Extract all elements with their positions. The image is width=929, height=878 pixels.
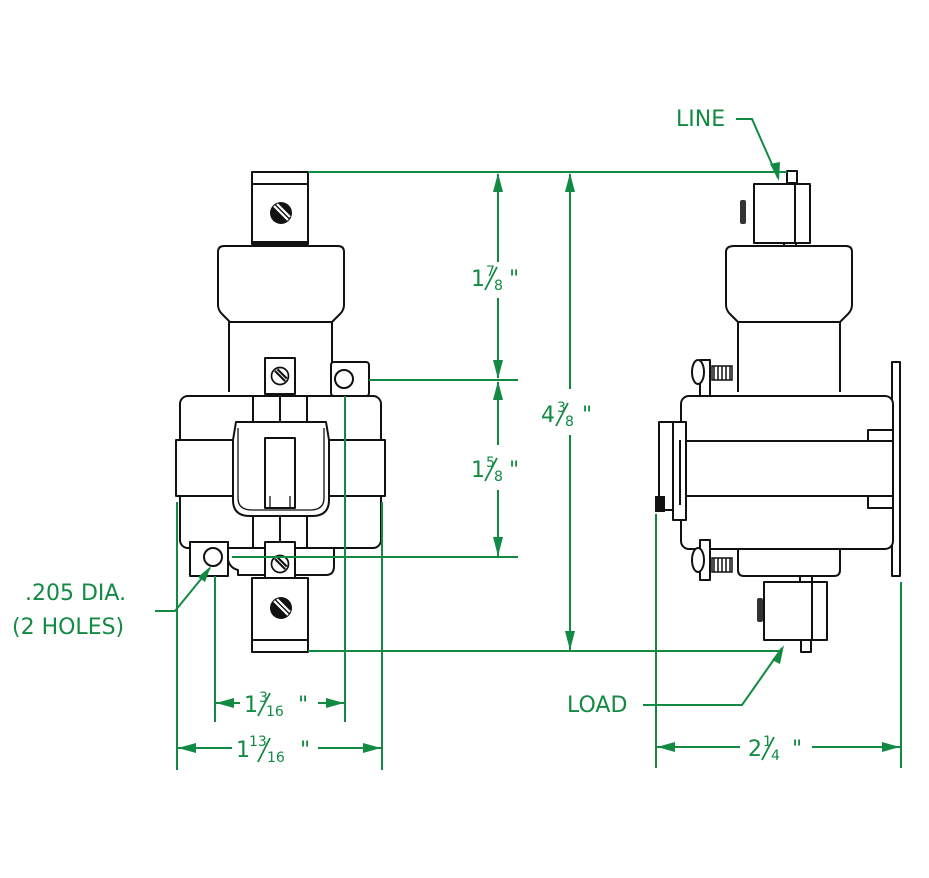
line-label: LINE [676, 107, 725, 132]
svg-text:": " [509, 267, 519, 292]
svg-text:8: 8 [494, 469, 503, 485]
svg-text:16: 16 [266, 704, 284, 720]
side-top-terminal [753, 183, 801, 244]
side-lower-screw-icon [691, 539, 733, 581]
terminal-screw-icon [268, 595, 294, 621]
svg-text:1: 1 [471, 267, 485, 292]
svg-text:8: 8 [565, 414, 574, 430]
svg-text:4: 4 [771, 748, 780, 764]
svg-text:7: 7 [486, 264, 495, 280]
svg-text:4: 4 [541, 403, 555, 428]
front-view [175, 171, 386, 653]
svg-text:1: 1 [244, 693, 258, 718]
svg-text:": " [792, 737, 802, 762]
side-main-body [680, 395, 894, 550]
toggle-handle[interactable] [232, 421, 330, 517]
svg-text:1: 1 [471, 458, 485, 483]
svg-text:1: 1 [236, 738, 250, 763]
svg-text:5: 5 [486, 455, 495, 471]
svg-text:8: 8 [494, 278, 503, 294]
side-upper-screw-icon [691, 359, 733, 401]
dim-hole-spacing: 1 3 16 " [244, 690, 308, 720]
lower-mount-screw-icon [270, 554, 290, 574]
side-upper-cap [725, 245, 853, 323]
hole-count-label: (2 HOLES) [12, 615, 124, 640]
side-view [655, 170, 901, 653]
svg-text:3: 3 [557, 400, 566, 416]
front-bottom-terminal [251, 577, 309, 653]
dim-lower-height: 1 5 8 " [471, 455, 519, 485]
svg-text:1: 1 [763, 734, 772, 750]
hole-diameter-label: .205 DIA. [25, 581, 126, 606]
front-upper-cap [217, 245, 345, 323]
svg-text:16: 16 [267, 750, 285, 766]
front-upper-mount-ear [330, 361, 370, 397]
svg-text:": " [298, 693, 308, 718]
dim-body-width: 1 13 16 " [236, 734, 310, 766]
dim-total-height: 4 3 8 " [541, 400, 592, 430]
svg-text:3: 3 [259, 690, 268, 706]
dimension-lines [155, 118, 902, 770]
side-toggle-handle[interactable] [655, 421, 687, 521]
svg-text:": " [509, 458, 519, 483]
svg-text:": " [300, 738, 310, 763]
dim-depth: 2 1 4 " [748, 734, 802, 764]
lower-mount-hole [203, 547, 223, 567]
svg-text:": " [582, 403, 592, 428]
svg-text:2: 2 [748, 737, 762, 762]
svg-text:13: 13 [249, 734, 267, 750]
terminal-screw-icon [268, 200, 294, 226]
upper-mount-screw-icon [270, 366, 290, 386]
front-top-terminal [251, 171, 309, 245]
side-bottom-terminal [763, 581, 813, 641]
upper-mount-hole [334, 369, 354, 389]
load-label: LOAD [567, 693, 627, 718]
dim-upper-height: 1 7 8 " [471, 264, 519, 294]
